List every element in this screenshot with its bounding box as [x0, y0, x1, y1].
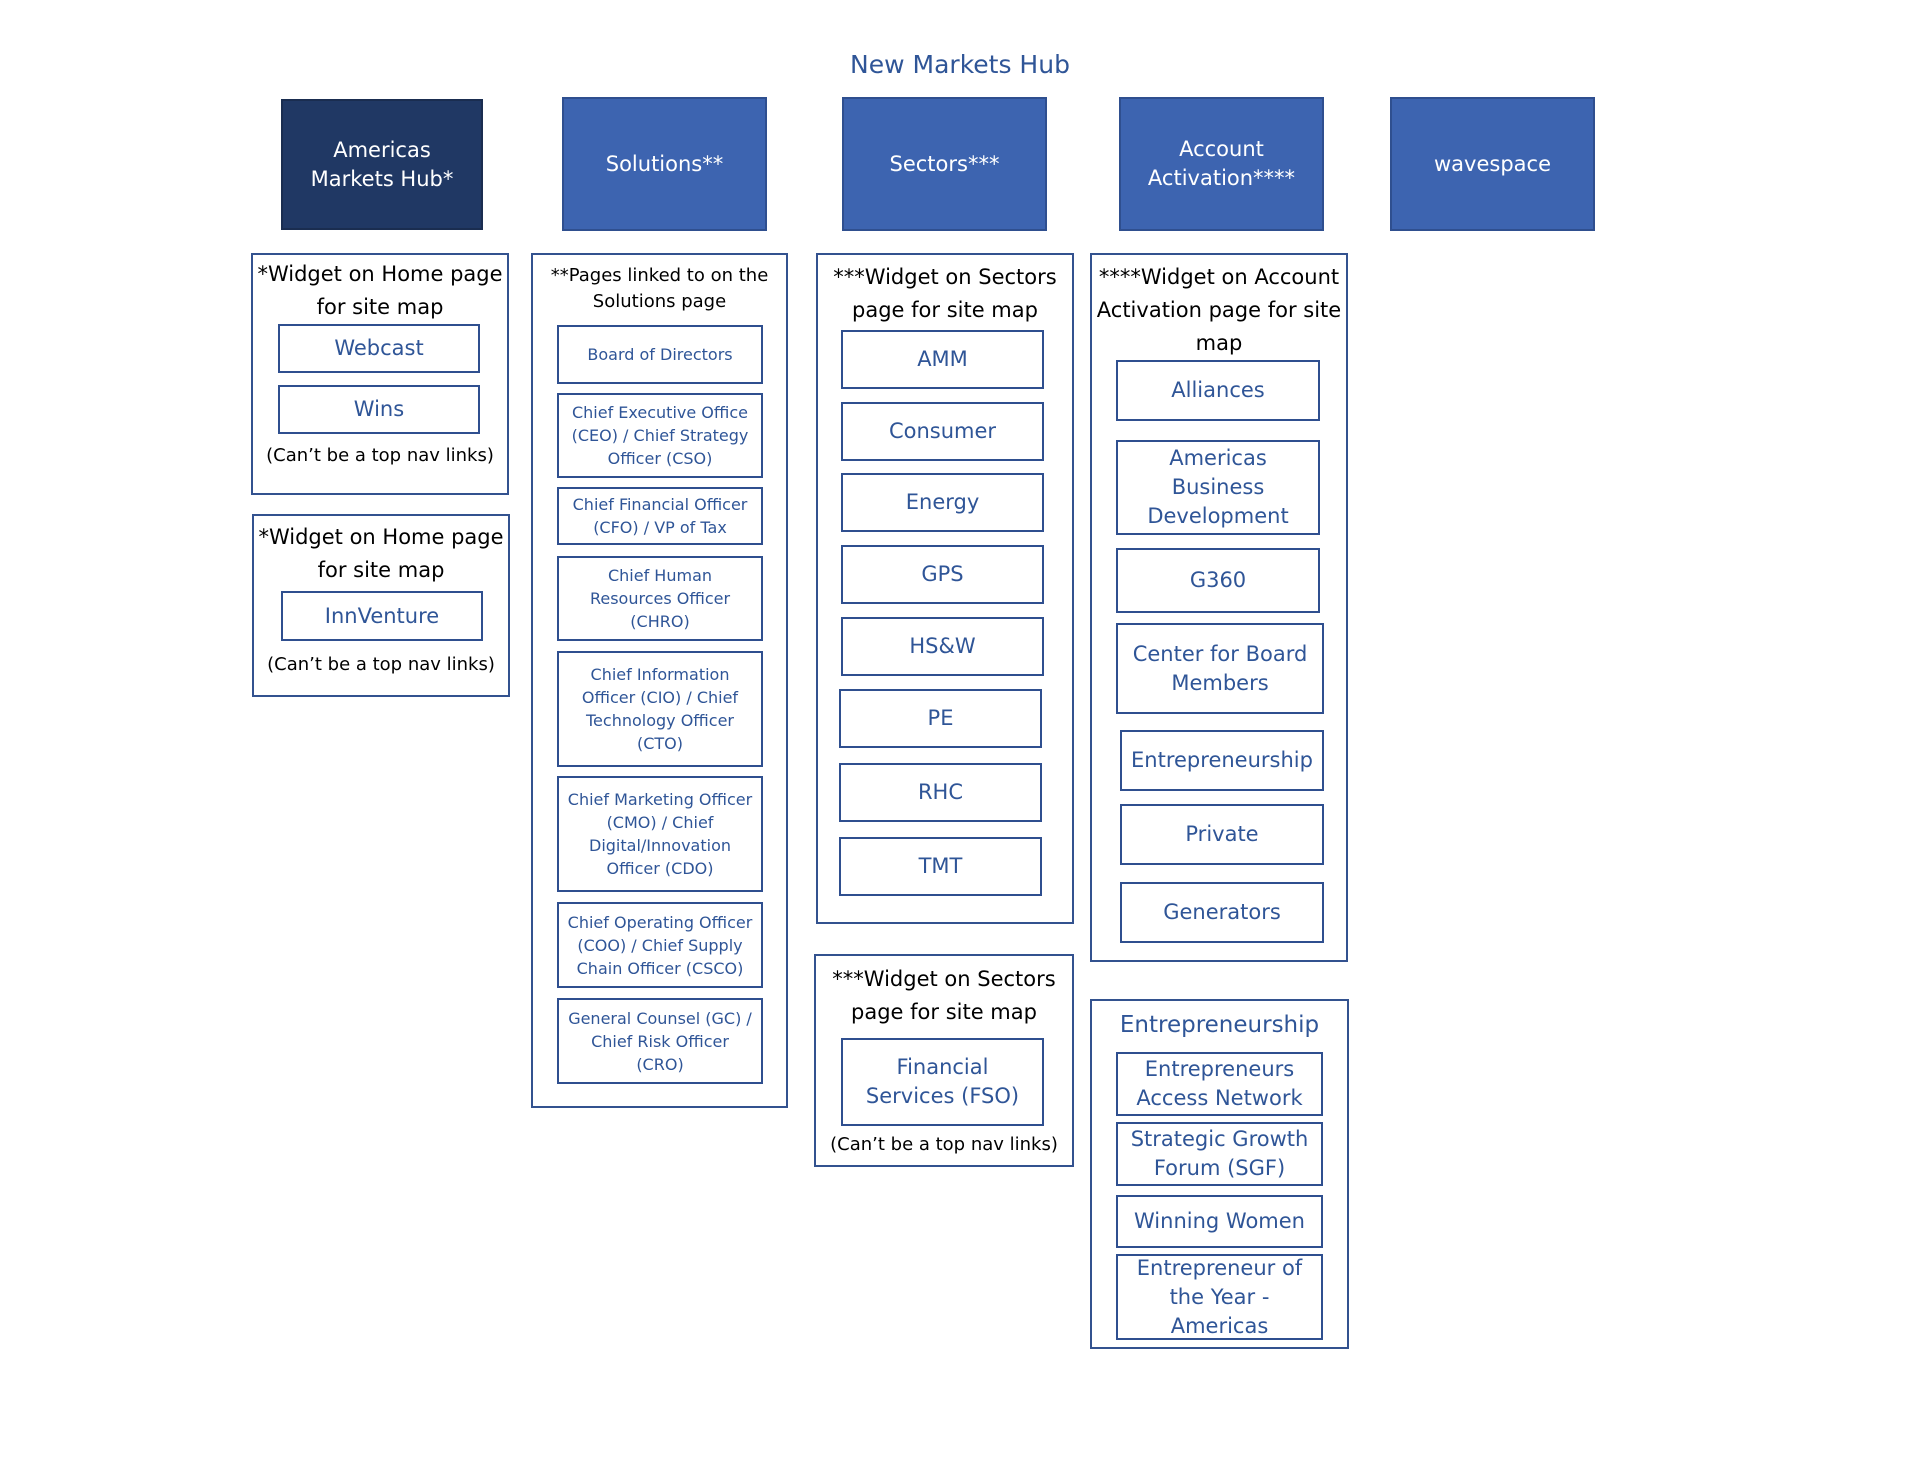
solutions-link-cfo-tax[interactable]: Chief Financial Officer (CFO) / VP of Ta… — [557, 487, 763, 545]
hub-widget-2-note: (Can’t be a top nav links) — [267, 654, 495, 675]
sector-link-rhc[interactable]: RHC — [839, 763, 1042, 822]
sector-link-amm[interactable]: AMM — [841, 330, 1044, 389]
hub-widget-1-note: (Can’t be a top nav links) — [266, 445, 494, 466]
account-link-americas-business-development[interactable]: Americas Business Development — [1116, 440, 1320, 535]
sector-link-energy[interactable]: Energy — [841, 473, 1044, 532]
top-nav-wavespace[interactable]: wavespace — [1390, 97, 1595, 231]
account-link-center-for-board-members[interactable]: Center for Board Members — [1116, 623, 1324, 714]
hub-link-wins[interactable]: Wins — [278, 385, 480, 434]
account-link-private[interactable]: Private — [1120, 804, 1324, 865]
entrepreneurship-link-entrepreneur-of-the-year[interactable]: Entrepreneur of the Year - Americas — [1116, 1254, 1323, 1340]
sectors-widget-2-note: (Can’t be a top nav links) — [830, 1134, 1058, 1155]
account-link-g360[interactable]: G360 — [1116, 548, 1320, 613]
entrepreneurship-link-winning-women[interactable]: Winning Women — [1116, 1195, 1323, 1248]
page-title: New Markets Hub — [850, 50, 1070, 79]
solutions-link-board-of-directors[interactable]: Board of Directors — [557, 325, 763, 384]
account-link-entrepreneurship[interactable]: Entrepreneurship — [1120, 730, 1324, 791]
entrepreneurship-link-access-network[interactable]: Entrepreneurs Access Network — [1116, 1052, 1323, 1116]
entrepreneurship-widget-header: Entrepreneurship — [1119, 1012, 1320, 1038]
solutions-link-gc-cro[interactable]: General Counsel (GC) / Chief Risk Office… — [557, 998, 763, 1084]
account-link-alliances[interactable]: Alliances — [1116, 360, 1320, 421]
sector-link-gps[interactable]: GPS — [841, 545, 1044, 604]
hub-link-innventure[interactable]: InnVenture — [281, 591, 483, 641]
solutions-link-coo-csco[interactable]: Chief Operating Officer (COO) / Chief Su… — [557, 902, 763, 988]
account-activation-widget-header: ****Widget on Account Activation page fo… — [1096, 265, 1342, 355]
entrepreneurship-link-strategic-growth-forum[interactable]: Strategic Growth Forum (SGF) — [1116, 1122, 1323, 1186]
solutions-link-cmo-cdo[interactable]: Chief Marketing Officer (CMO) / Chief Di… — [557, 776, 763, 892]
top-nav-sectors[interactable]: Sectors*** — [842, 97, 1047, 231]
solutions-link-ceo-cso[interactable]: Chief Executive Office (CEO) / Chief Str… — [557, 393, 763, 478]
sector-link-hsw[interactable]: HS&W — [841, 617, 1044, 676]
sector-link-pe[interactable]: PE — [839, 689, 1042, 748]
hub-widget-1 — [251, 253, 509, 495]
solutions-widget-header: **Pages linked to on the Solutions page — [550, 265, 769, 312]
solutions-link-chro[interactable]: Chief Human Resources Officer (CHRO) — [557, 556, 763, 641]
account-link-generators[interactable]: Generators — [1120, 882, 1324, 943]
top-nav-account-activation[interactable]: Account Activation**** — [1119, 97, 1324, 231]
sectors-widget-2-header: ***Widget on Sectors page for site map — [832, 967, 1056, 1024]
hub-widget-1-header: *Widget on Home page for site map — [257, 262, 503, 319]
sectors-widget-1-header: ***Widget on Sectors page for site map — [833, 265, 1057, 322]
sector-link-consumer[interactable]: Consumer — [841, 402, 1044, 461]
top-nav-americas-markets-hub[interactable]: Americas Markets Hub* — [281, 99, 483, 230]
top-nav-solutions[interactable]: Solutions** — [562, 97, 767, 231]
hub-link-webcast[interactable]: Webcast — [278, 324, 480, 373]
sector-link-tmt[interactable]: TMT — [839, 837, 1042, 896]
hub-widget-2-header: *Widget on Home page for site map — [258, 525, 504, 582]
solutions-link-cio-cto[interactable]: Chief Information Officer (CIO) / Chief … — [557, 651, 763, 767]
sector-link-financial-services[interactable]: Financial Services (FSO) — [841, 1038, 1044, 1126]
